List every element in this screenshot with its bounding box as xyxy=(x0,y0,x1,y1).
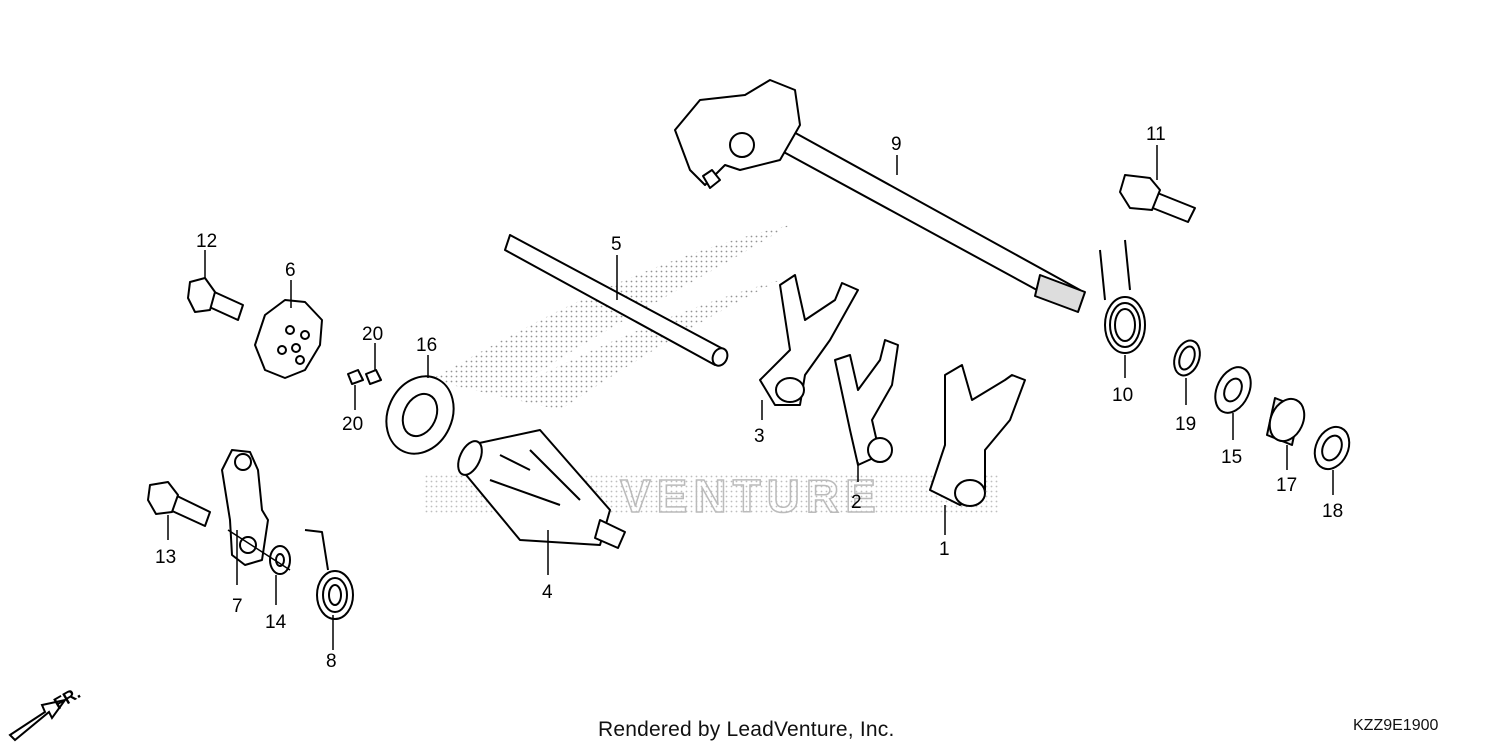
callout-19: 19 xyxy=(1175,414,1196,435)
callout-9: 9 xyxy=(891,134,902,155)
callout-17: 17 xyxy=(1276,475,1297,496)
part-20-dowel-pins[interactable] xyxy=(347,369,382,385)
part-12-bolt[interactable] xyxy=(187,277,244,321)
front-arrow-icon: FR. xyxy=(8,683,84,742)
part-1-shift-fork[interactable] xyxy=(929,364,1026,507)
part-13-bolt[interactable] xyxy=(147,481,211,527)
callout-labels: 1 2 3 4 5 6 7 8 9 10 11 12 13 14 15 16 1… xyxy=(155,124,1343,672)
part-3-shift-fork[interactable] xyxy=(759,274,859,406)
diagram-code: KZZ9E1900 xyxy=(1353,717,1439,734)
part-2-shift-fork[interactable] xyxy=(834,339,899,466)
callout-5: 5 xyxy=(611,234,622,255)
part-15-washer[interactable] xyxy=(1208,361,1257,418)
part-17-needle-bearing[interactable] xyxy=(1263,393,1311,446)
watermark-text: VENTURE xyxy=(620,470,882,522)
part-10-return-spring[interactable] xyxy=(1099,239,1146,354)
callout-18: 18 xyxy=(1322,501,1343,522)
part-19-circlip[interactable] xyxy=(1170,337,1205,379)
callout-13: 13 xyxy=(155,547,176,568)
part-7-stopper-arm[interactable] xyxy=(221,449,269,566)
callout-20-top: 20 xyxy=(362,324,383,345)
part-8-stopper-spring[interactable] xyxy=(304,529,354,620)
part-5-shift-fork-shaft[interactable] xyxy=(504,234,730,368)
callout-2: 2 xyxy=(851,492,862,513)
callout-16: 16 xyxy=(416,335,437,356)
callout-12: 12 xyxy=(196,231,217,252)
leader-lines xyxy=(167,145,1334,650)
callout-3: 3 xyxy=(754,426,765,447)
part-14-washer[interactable] xyxy=(269,545,291,575)
callout-1: 1 xyxy=(939,539,950,560)
callout-10: 10 xyxy=(1112,385,1133,406)
callout-6: 6 xyxy=(285,260,296,281)
callout-7: 7 xyxy=(232,596,243,617)
callout-15: 15 xyxy=(1221,447,1242,468)
callout-8: 8 xyxy=(326,651,337,672)
callout-4: 4 xyxy=(542,582,553,603)
callout-14: 14 xyxy=(265,612,287,633)
callout-11: 11 xyxy=(1146,124,1166,145)
part-6-shift-drum-center[interactable] xyxy=(254,299,323,379)
render-credit: Rendered by LeadVenture, Inc. xyxy=(598,718,895,741)
part-9-gearshift-spindle[interactable] xyxy=(674,79,1086,313)
callout-20-bottom: 20 xyxy=(342,414,363,435)
part-18-oil-seal[interactable] xyxy=(1308,421,1356,474)
part-4-shift-drum[interactable] xyxy=(453,429,626,549)
part-11-bolt[interactable] xyxy=(1119,174,1196,223)
part-16-bearing[interactable] xyxy=(374,365,466,465)
